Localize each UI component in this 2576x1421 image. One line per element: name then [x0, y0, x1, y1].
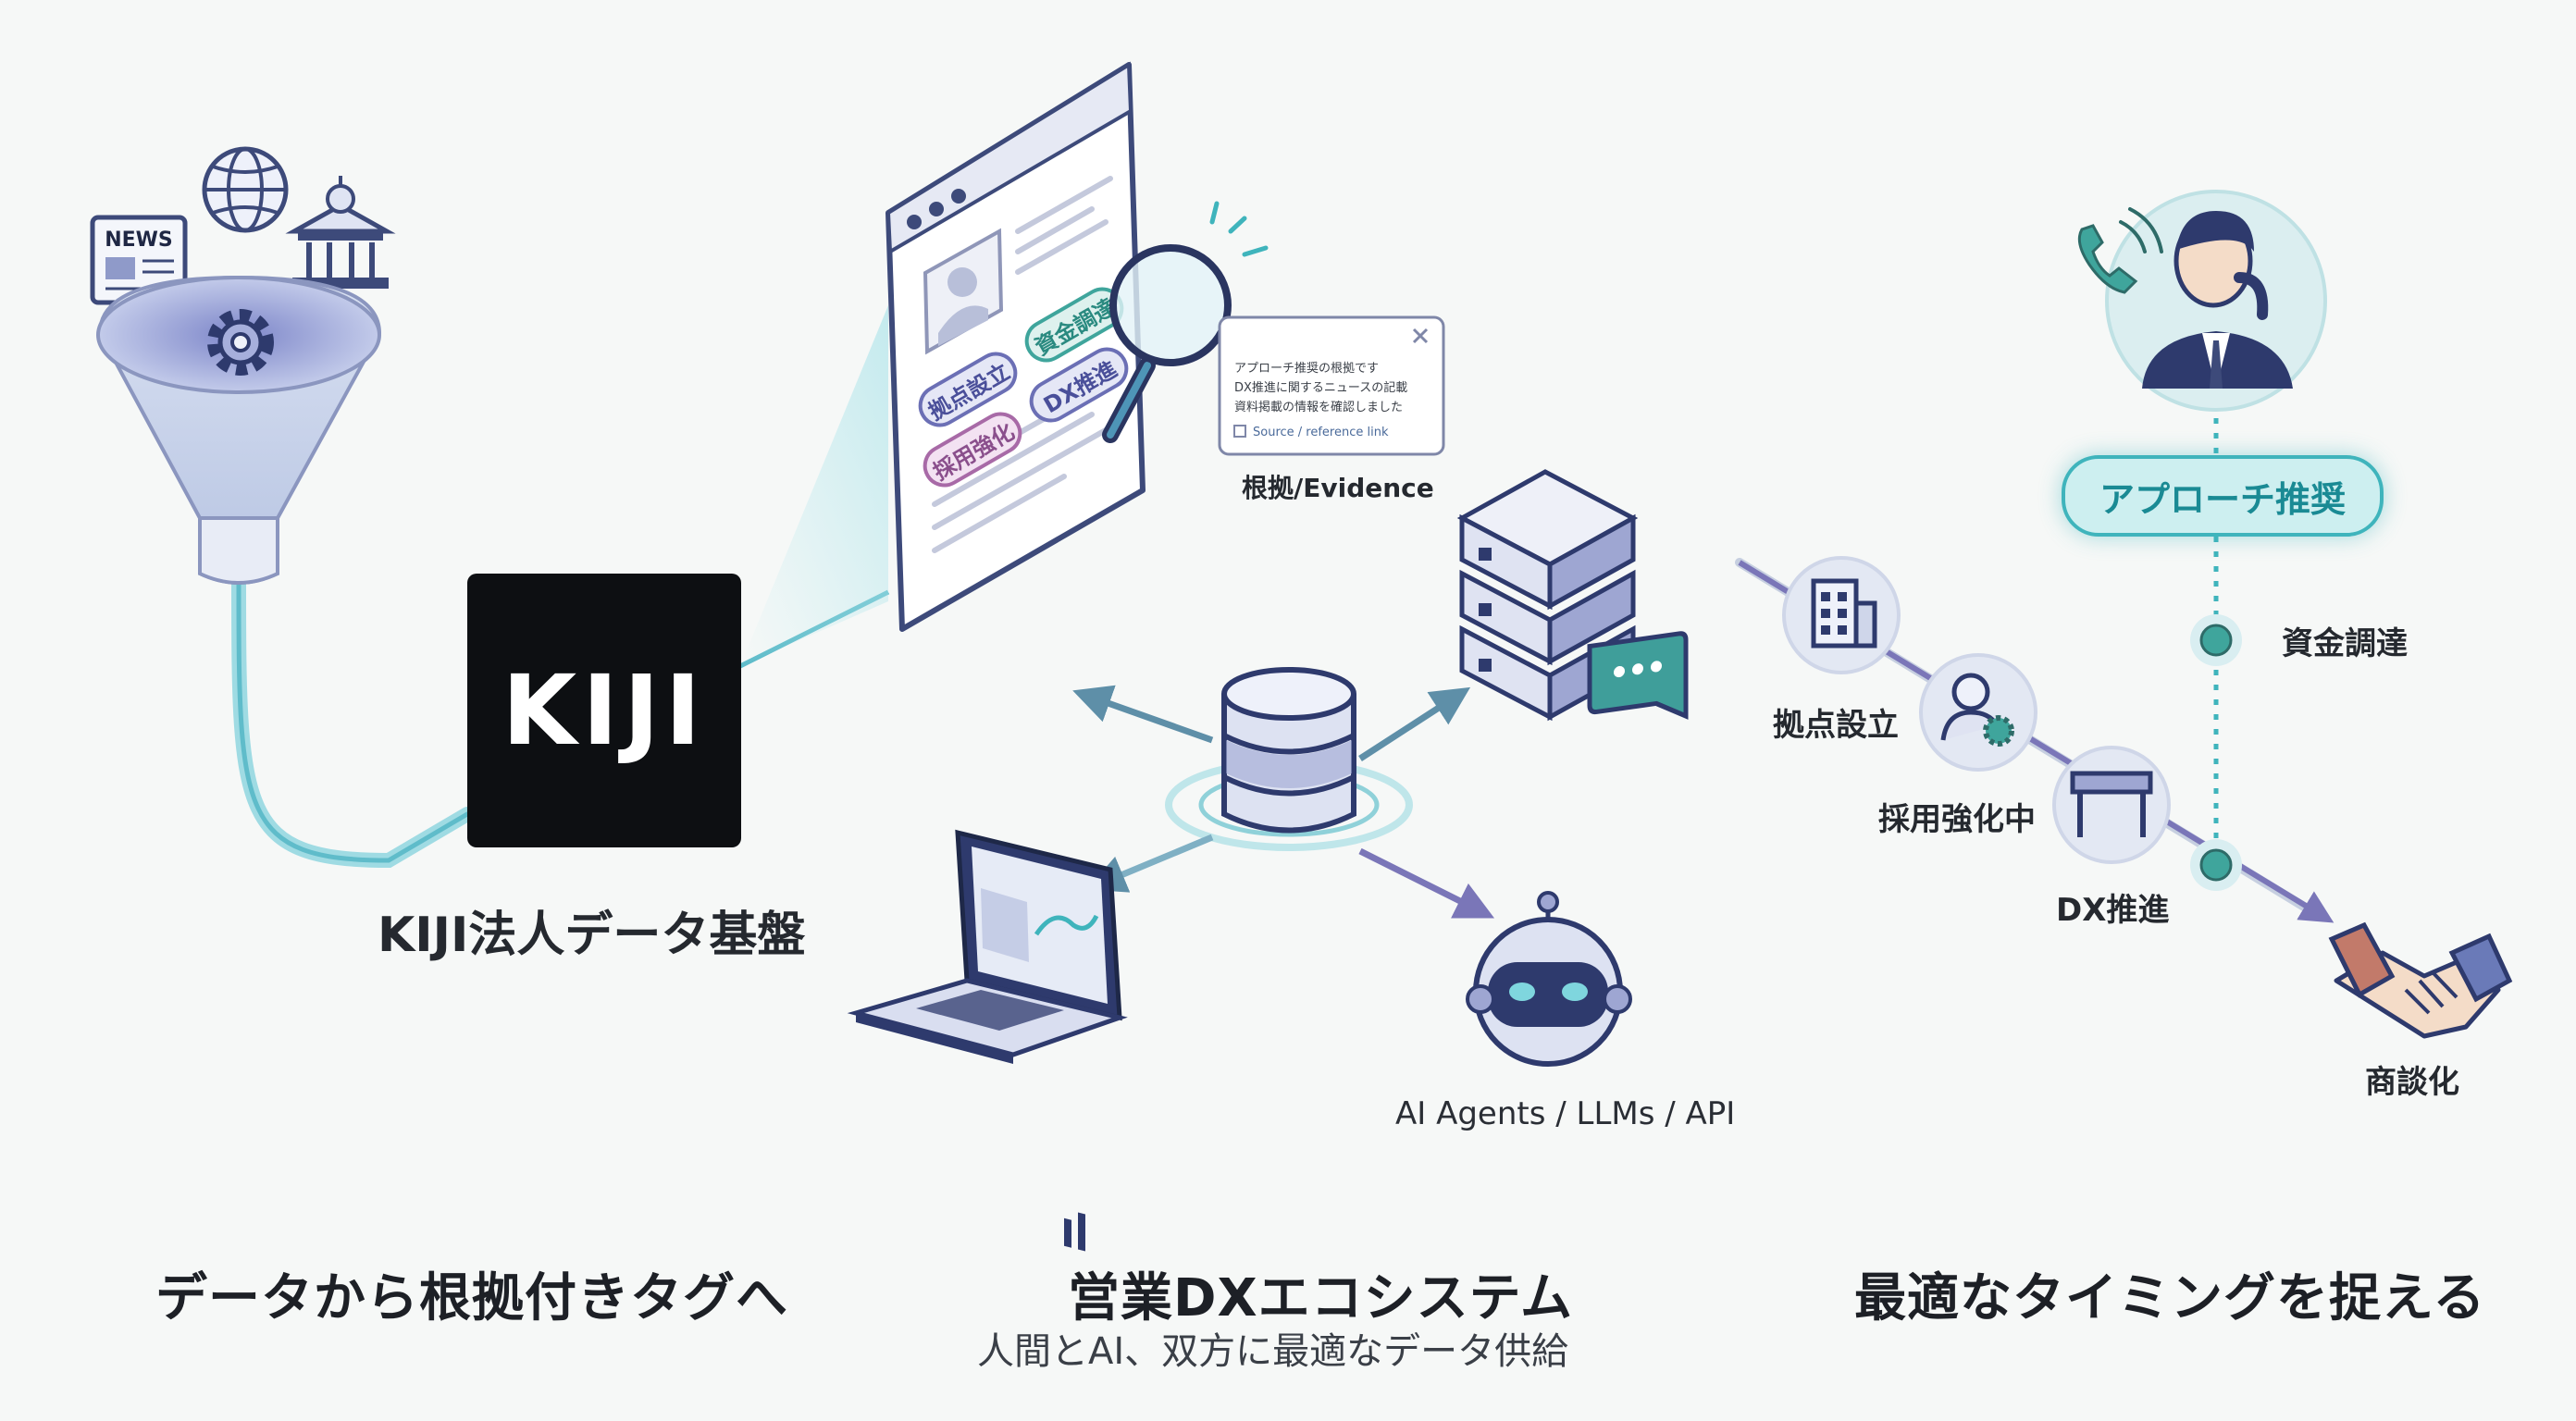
- popup-line-1: アプローチ推奨の根拠です: [1234, 362, 1379, 376]
- phone-call-icon: [2077, 207, 2163, 294]
- popup-line-3: 資料掲載の情報を確認しました: [1234, 400, 1403, 414]
- caption-left: データから根拠付きタグへ: [155, 1268, 788, 1328]
- signal-recruit-label: 採用強化中: [1878, 801, 2036, 838]
- consumers-label: AI Agents / LLMs / API: [1395, 1095, 1736, 1132]
- globe-icon: [202, 146, 289, 233]
- ai-robot-icon: [1466, 891, 1632, 1067]
- timing-dot-deal: [2190, 839, 2242, 891]
- deal-label: 商談化: [2365, 1064, 2459, 1101]
- arrow-to-ai: [1358, 847, 1495, 919]
- evidence-label: 根拠/Evidence: [1242, 473, 1434, 503]
- external-link-icon: [1233, 425, 1246, 438]
- recommendation-pill: アプローチ推奨: [2062, 455, 2384, 537]
- profile-image-icon: [923, 228, 1004, 355]
- popup-line-2: DX推進に関するニュースの記載: [1234, 380, 1407, 395]
- handshake-icon: [2328, 921, 2513, 1039]
- caption-right: 最適なタイミングを捉える: [1854, 1268, 2486, 1328]
- arrow-to-laptop: [1086, 834, 1214, 893]
- chat-bubble-icon: [1587, 631, 1689, 720]
- arrow-to-server: [1358, 686, 1471, 761]
- signal-office-label: 拠点設立: [1773, 707, 1899, 744]
- salesperson-avatar: [2105, 190, 2327, 412]
- flow-line-funnel-core: [236, 580, 470, 863]
- flow-line-funnel: [231, 575, 475, 869]
- projection-beam: [740, 305, 888, 666]
- signal-funding-label: 資金調達: [2282, 625, 2408, 662]
- newspaper-icon: NEWS: [90, 215, 188, 305]
- database-icon: [1221, 667, 1356, 834]
- recruit-person-icon: [1919, 653, 2037, 772]
- arrow-to-document: [1072, 685, 1214, 744]
- gear-icon: [207, 309, 274, 376]
- platform-label: KIJI法人データ基盤: [378, 908, 806, 963]
- laptop-icon: [847, 829, 1128, 1252]
- office-building-icon: [1782, 556, 1901, 674]
- kiji-logo: KIJI: [467, 574, 741, 847]
- evidence-popup: アプローチ推奨の根拠です DX推進に関するニュースの記載 資料掲載の情報を確認し…: [1218, 315, 1445, 456]
- magnifier-icon: [1102, 201, 1269, 443]
- news-icon-label: NEWS: [105, 229, 173, 252]
- document-window: [886, 61, 1146, 632]
- caption-center: 営業DXエコシステム: [1068, 1268, 1573, 1328]
- subcaption-center: 人間とAI、双方に最適なデータ供給: [977, 1330, 1569, 1373]
- government-building-icon: [285, 176, 396, 289]
- popup-source-link: Source / reference link: [1253, 426, 1389, 439]
- timing-dot-funding: [2190, 614, 2242, 666]
- signal-dx-label: DX推進: [2056, 892, 2170, 929]
- dx-desk-icon: [2052, 746, 2171, 864]
